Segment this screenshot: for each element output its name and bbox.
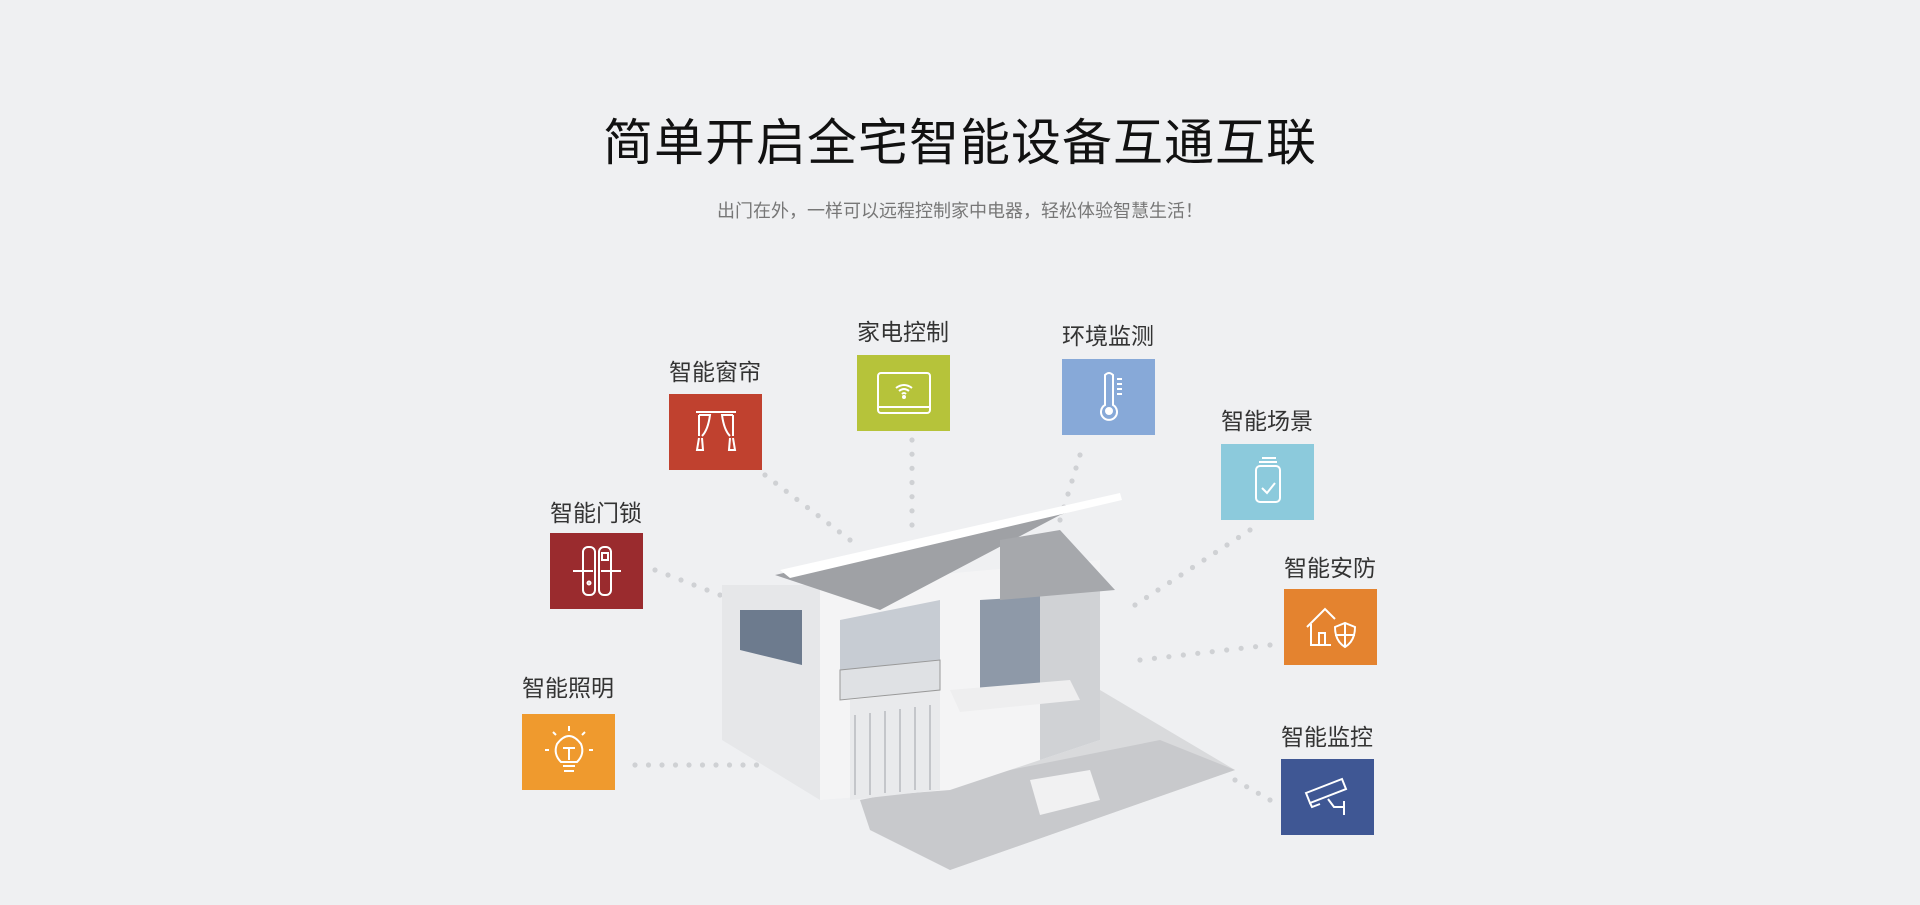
scene-tile[interactable] xyxy=(1221,444,1314,520)
security-tile[interactable] xyxy=(1284,589,1377,665)
connector-dot xyxy=(826,521,832,527)
thermometer-icon xyxy=(1099,372,1122,421)
connector-dot xyxy=(1065,491,1071,497)
connector-dot xyxy=(699,762,706,768)
light-bulb-icon xyxy=(544,726,593,772)
connector-dot xyxy=(762,472,768,478)
connector-dot xyxy=(1073,465,1079,471)
connector-dot xyxy=(909,479,915,486)
connector-dot xyxy=(1267,642,1273,648)
connector-dot xyxy=(1252,644,1259,650)
connector-dot xyxy=(704,587,710,593)
connector-dot xyxy=(1195,650,1201,656)
lighting-tile[interactable] xyxy=(522,714,615,790)
connector-dot xyxy=(665,572,671,578)
connector-dot xyxy=(909,522,915,528)
door-lock-icon xyxy=(572,546,621,596)
connector-dot xyxy=(717,592,723,598)
connector-dot xyxy=(1057,517,1063,523)
connector-dot xyxy=(1224,542,1230,548)
connector-dot xyxy=(1143,594,1150,601)
connector-dot xyxy=(1069,478,1075,484)
page-title: 简单开启全宅智能设备互通互联 xyxy=(603,114,1317,172)
connector-dot xyxy=(1244,784,1250,790)
connector-dot xyxy=(909,451,915,457)
house-shield-icon xyxy=(1305,607,1356,649)
connector-dot xyxy=(659,762,665,768)
feature-label: 智能窗帘 xyxy=(669,360,761,386)
connector-dot xyxy=(794,496,800,502)
connector-dot xyxy=(1189,564,1196,571)
feature-label: 智能安防 xyxy=(1284,556,1376,582)
connector-dot xyxy=(1201,557,1207,563)
connector-dot xyxy=(686,762,692,768)
connector-dot xyxy=(783,488,789,494)
connector-dot xyxy=(1255,790,1261,796)
wifi-panel-icon xyxy=(876,372,931,414)
connector-dot xyxy=(1155,587,1161,593)
connector-dot xyxy=(678,577,684,583)
connector-dot xyxy=(1178,572,1184,578)
connector-dot xyxy=(909,465,915,471)
connector-dot xyxy=(1235,534,1242,541)
connector-dot xyxy=(1238,645,1244,651)
connector-dot xyxy=(909,494,915,500)
connector-dot xyxy=(713,762,719,768)
appliance-tile[interactable] xyxy=(857,355,950,431)
connector-dot xyxy=(1212,549,1219,556)
feature-label: 智能场景 xyxy=(1221,409,1313,435)
lock-tile[interactable] xyxy=(550,533,643,609)
curtain-tile[interactable] xyxy=(669,394,762,470)
curtain-icon xyxy=(695,411,736,451)
page-subtitle: 出门在外，一样可以远程控制家中电器，轻松体验智慧生活！ xyxy=(717,201,1203,222)
connector-dot xyxy=(815,513,821,519)
connector-dot xyxy=(1180,652,1186,658)
connector-dot xyxy=(1166,654,1172,660)
connector-dot xyxy=(1232,777,1238,783)
connector-dot xyxy=(672,762,679,768)
connector-dot xyxy=(691,582,697,588)
connector-dot xyxy=(726,762,733,768)
feature-label: 家电控制 xyxy=(857,320,949,346)
connector-dot xyxy=(836,529,842,535)
connector-dot xyxy=(1267,797,1273,803)
connector-dot xyxy=(652,567,658,573)
feature-label: 智能门锁 xyxy=(550,501,642,527)
connector-dot xyxy=(1166,579,1173,586)
connector-dot xyxy=(773,480,779,486)
feature-label: 智能监控 xyxy=(1281,725,1373,751)
connector-dot xyxy=(1224,647,1230,653)
connector-dot xyxy=(1077,452,1083,458)
connector-dot xyxy=(740,762,746,768)
connector-dot xyxy=(645,762,652,768)
feature-label: 智能照明 xyxy=(522,676,614,702)
connector-dot xyxy=(1151,655,1158,661)
connector-dot xyxy=(1209,649,1215,655)
scene-cards-icon xyxy=(1254,457,1281,503)
environment-tile[interactable] xyxy=(1062,359,1155,435)
monitor-tile[interactable] xyxy=(1281,759,1374,835)
connector-dot xyxy=(847,537,853,543)
connector-dot xyxy=(1137,657,1143,663)
connector-dot xyxy=(909,437,915,443)
connector-dot xyxy=(753,762,760,768)
connector-dot xyxy=(804,504,811,511)
connector-dot xyxy=(1132,602,1138,608)
connector-dot xyxy=(632,762,638,768)
connector-dot xyxy=(909,508,915,514)
feature-label: 环境监测 xyxy=(1062,324,1154,350)
connector-dot xyxy=(1247,527,1253,533)
camera-icon xyxy=(1304,777,1347,815)
